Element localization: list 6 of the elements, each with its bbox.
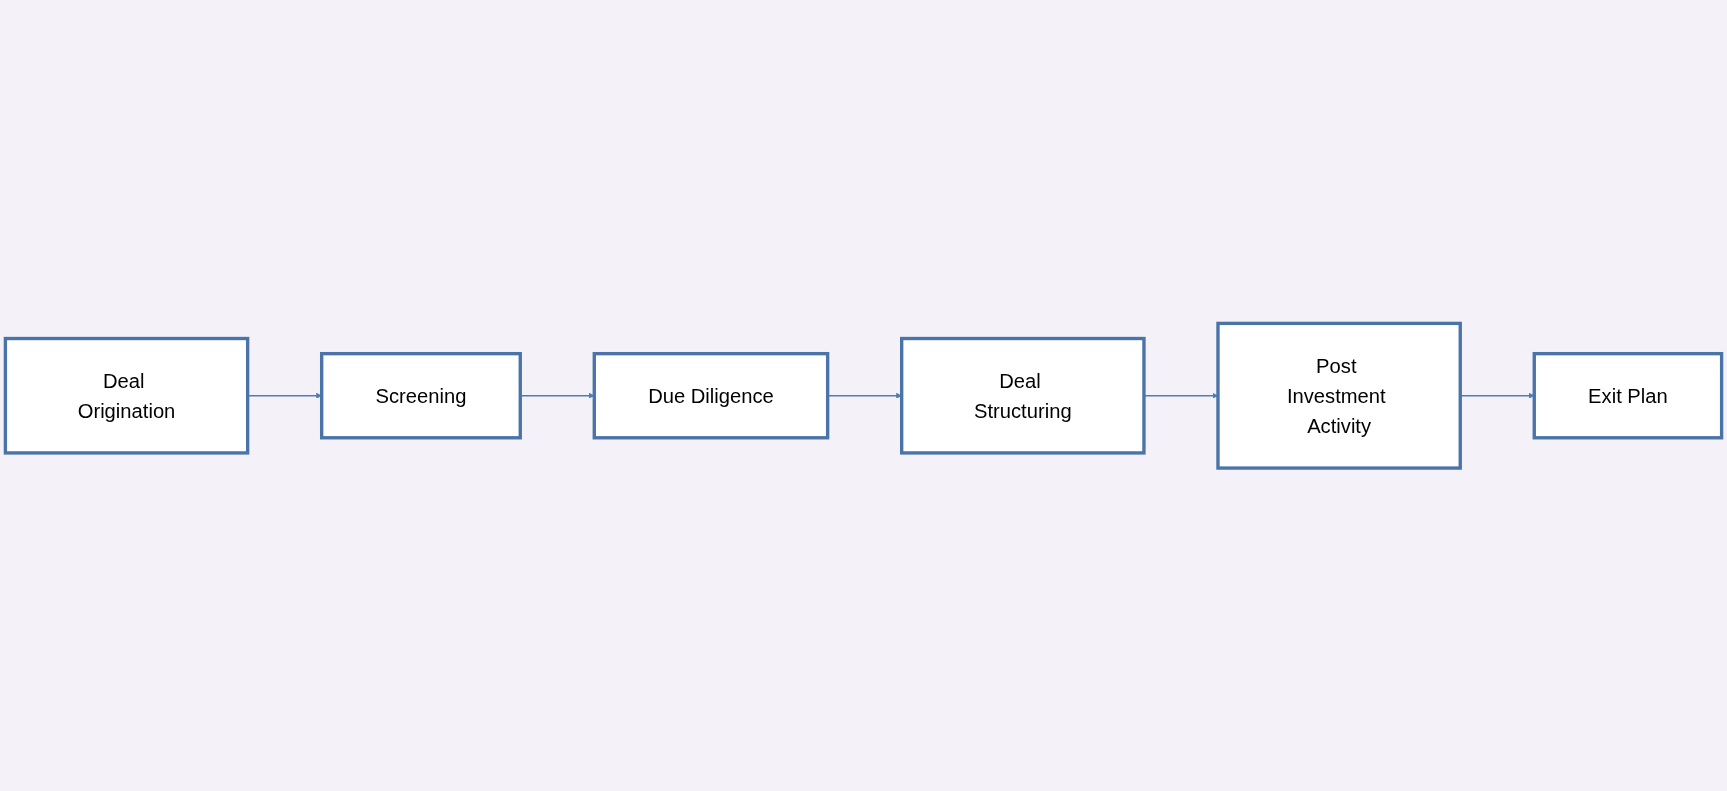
node-box: Deal Origination (3, 336, 250, 455)
node-box: Exit Plan (1532, 351, 1724, 440)
node-box: Screening (320, 351, 522, 440)
node-box: Due Diligence (592, 351, 830, 440)
node-box: Deal Structuring (900, 336, 1146, 455)
node-box: Post Investment Activity (1216, 321, 1462, 470)
